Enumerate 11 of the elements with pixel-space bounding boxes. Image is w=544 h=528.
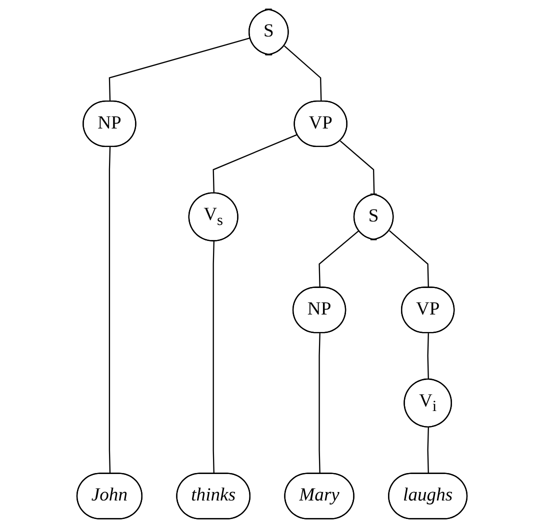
connector bbox=[318, 333, 320, 474]
connector bbox=[340, 140, 375, 195]
connector bbox=[212, 241, 214, 474]
connector bbox=[284, 46, 322, 102]
connector bbox=[427, 427, 429, 474]
connector bbox=[427, 333, 429, 380]
connector bbox=[108, 147, 111, 474]
connector bbox=[318, 230, 360, 288]
connector bbox=[108, 37, 250, 102]
connector bbox=[389, 230, 429, 288]
connector bbox=[212, 134, 298, 194]
